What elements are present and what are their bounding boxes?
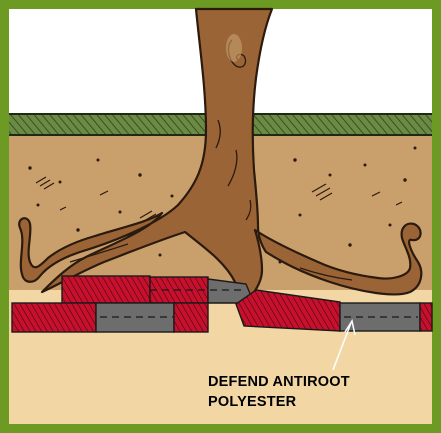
trunk-highlight bbox=[226, 34, 242, 62]
brick bbox=[420, 303, 432, 331]
caption-line-2: POLYESTER bbox=[208, 392, 350, 412]
brick bbox=[12, 303, 96, 332]
brick bbox=[174, 303, 208, 332]
frame-bottom bbox=[0, 424, 441, 433]
caption-line-1: DEFEND ANTIROOT bbox=[208, 372, 350, 392]
membrane-caption: DEFEND ANTIROOT POLYESTER bbox=[208, 372, 350, 412]
brick bbox=[62, 276, 150, 303]
